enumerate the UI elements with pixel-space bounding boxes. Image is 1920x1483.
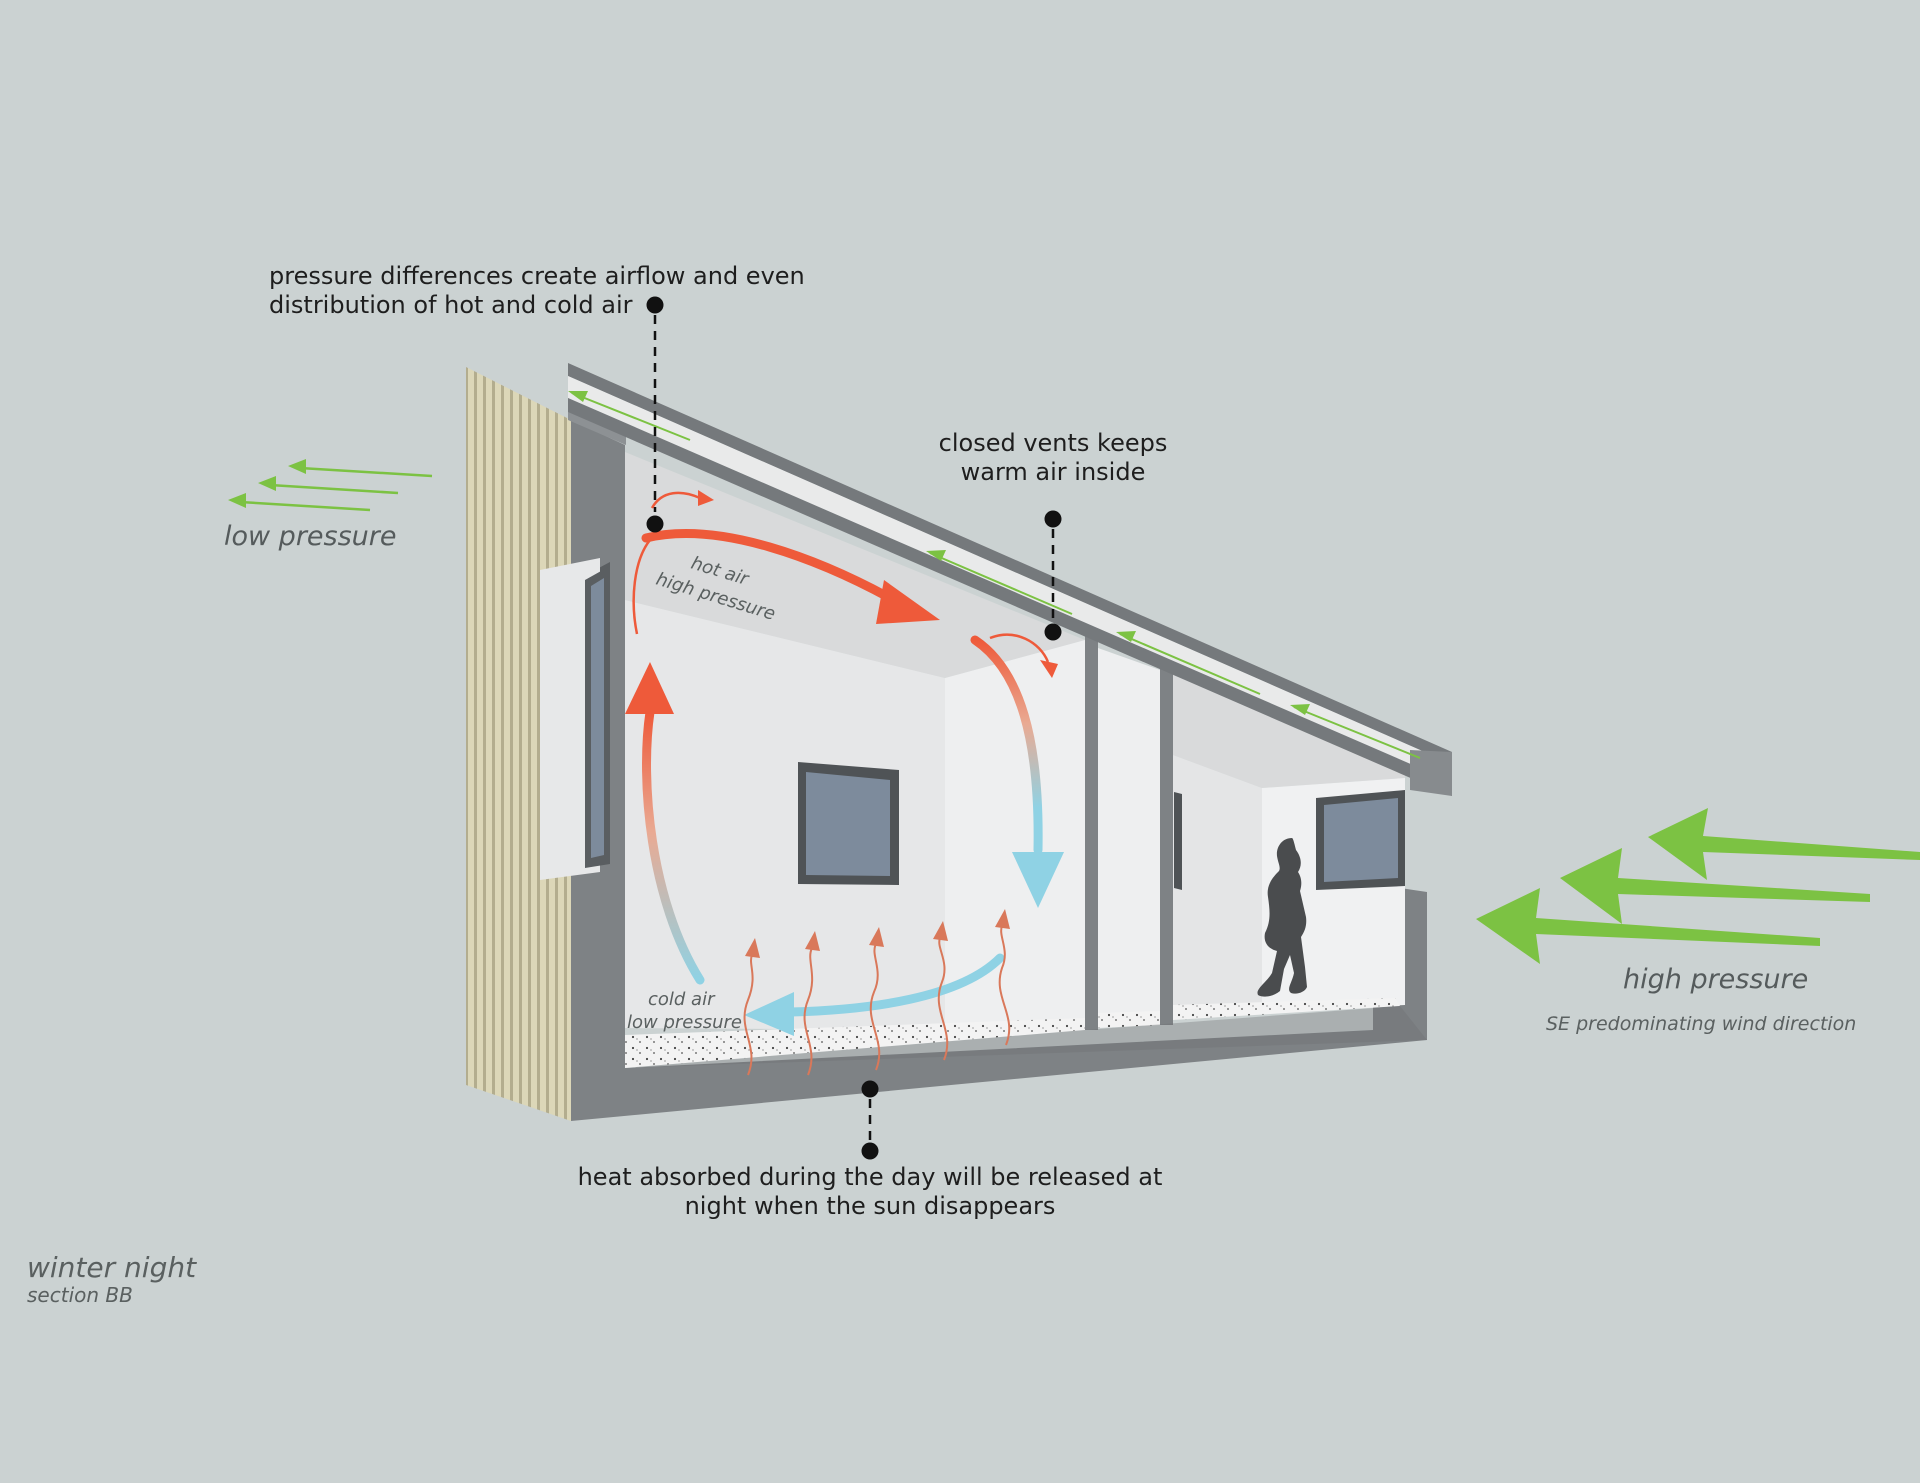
roof-airflow-line-3: [1119, 633, 1261, 695]
annotation-heat-line-1: heat absorbed during the day will be rel…: [578, 1163, 1163, 1191]
window-room-1-glass: [806, 772, 890, 876]
descending-air-arrow: [970, 635, 1043, 855]
left-wind-head-3: [228, 493, 246, 508]
floor-room-1: [625, 1018, 1085, 1068]
leader-dot-heat-top: [861, 1080, 879, 1098]
right-wind-arrow-2: [1560, 848, 1870, 924]
roof-airflow-head-1: [568, 391, 588, 402]
annotation-pressure-line-2: distribution of hot and cold air: [269, 291, 633, 319]
heat-arrow-head-4: [933, 921, 948, 941]
heat-arrow-head-5: [995, 909, 1010, 929]
roof-edge: [1410, 750, 1452, 796]
leaders: [646, 296, 1062, 1160]
ascending-air-arrow-head: [625, 662, 674, 714]
heat-arrow-2: [803, 947, 814, 1076]
floor-slab-edge: [625, 1006, 1427, 1068]
roof-airflow-head-3: [1116, 631, 1136, 642]
ceiling-room-1: [625, 452, 1085, 678]
roof-airflow-head-4: [1290, 704, 1310, 715]
floor-corridor: [1098, 1011, 1160, 1028]
left-wind-line-3: [239, 500, 371, 512]
corridor-wall: [1098, 648, 1160, 1025]
back-wall-room-1: [625, 600, 945, 1030]
partition-2: [1160, 668, 1173, 1025]
hot-air-vent-arrow-head: [1040, 660, 1058, 678]
roof-airflow-line-4: [1293, 706, 1421, 759]
hot-air-rising-line: [632, 539, 651, 635]
cold-air-floor-arrow-head: [744, 992, 794, 1036]
roof-airflow-head-2: [926, 550, 946, 561]
side-wall-room-1: [945, 640, 1085, 1030]
heat-arrow-5: [998, 925, 1011, 1046]
hot-air-small-arrow: [650, 491, 701, 509]
annotation-pressure-differences: pressure differences create airflow and …: [269, 262, 805, 319]
ceiling-room-2: [1173, 675, 1405, 788]
heat-arrow-3: [869, 943, 881, 1071]
roof-airflow-line-1: [571, 392, 691, 441]
left-wind-line-1: [299, 466, 433, 478]
air-circulation: [625, 490, 1064, 1076]
roof-lower-layer: [568, 398, 1452, 796]
leader-dot-heat-bottom: [861, 1142, 879, 1160]
descending-air-arrow-head: [1012, 852, 1064, 908]
left-wind-head-1: [288, 459, 306, 474]
heat-release-arrow-heads: [745, 909, 1010, 958]
heat-arrow-1: [743, 954, 754, 1076]
leader-dot-vents-top: [1044, 510, 1062, 528]
hot-air-main-arrow-head: [876, 580, 940, 624]
leader-dot-pressure-bottom: [646, 515, 664, 533]
right-wind-arrow-3: [1476, 888, 1820, 964]
heat-arrow-head-2: [805, 931, 820, 951]
wind-arrows: [228, 391, 1920, 964]
roof-airflow-line-2: [929, 552, 1073, 615]
left-wind-line-2: [269, 483, 399, 495]
window-glass-left-inner: [591, 578, 604, 858]
window-room-2-side: [1174, 792, 1182, 890]
leader-dot-vents-bottom: [1044, 623, 1062, 641]
heat-release-arrows: [743, 925, 1011, 1076]
annotation-pressure-line-1: pressure differences create airflow and …: [269, 262, 805, 290]
back-wall-room-2: [1173, 755, 1262, 1015]
leader-dot-pressure-top: [646, 296, 664, 314]
cold-air-pressure-label: low pressure: [627, 1012, 742, 1033]
high-pressure-label: high pressure: [1623, 964, 1808, 995]
heat-arrow-4: [937, 937, 949, 1061]
right-wind-arrow-1: [1648, 808, 1920, 880]
hot-air-main-arrow: [641, 529, 895, 603]
person-silhouette: [1257, 838, 1307, 997]
annotation-closed-vents: closed vents keeps warm air inside: [939, 429, 1168, 486]
left-wind-head-2: [258, 476, 276, 491]
wind-direction-label: SE predominating wind direction: [1546, 1013, 1856, 1035]
roof-upper-layer: [568, 363, 1452, 764]
building: [466, 363, 1452, 1121]
ascending-air-arrow: [642, 707, 705, 985]
cladding-wall: [466, 367, 571, 1121]
partition-1: [1085, 636, 1098, 1030]
diagram-title: winter night: [27, 1251, 197, 1284]
floor-room-2: [1173, 998, 1400, 1020]
heat-arrow-head-1: [745, 938, 760, 958]
annotation-heat-absorbed: heat absorbed during the day will be rel…: [578, 1163, 1163, 1220]
annotation-vents-line-1: closed vents keeps: [939, 429, 1168, 457]
annotation-vents-line-2: warm air inside: [961, 458, 1146, 486]
hot-air-vent-arrow: [989, 633, 1050, 663]
diagram-subtitle: section BB: [27, 1283, 133, 1307]
heat-arrow-head-3: [869, 927, 884, 947]
low-pressure-label: low pressure: [224, 521, 397, 552]
hot-air-small-arrow-head: [698, 490, 714, 506]
window-room-2-glass: [1324, 798, 1398, 882]
cold-air-floor-arrow: [785, 953, 1005, 1017]
cold-air-label: cold air: [648, 989, 716, 1010]
annotation-heat-line-2: night when the sun disappears: [685, 1192, 1056, 1220]
